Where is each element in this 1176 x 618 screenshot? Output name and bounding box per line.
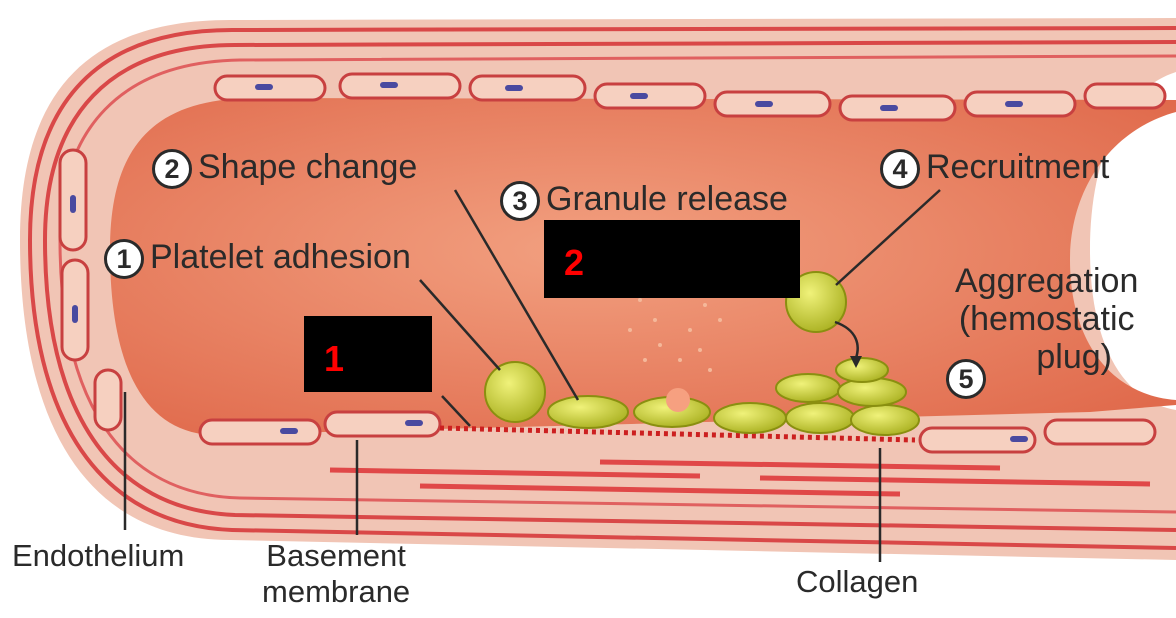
label-recruitment: 4Recruitment [880,148,1109,189]
label-aggregation-line1: Aggregation [955,262,1138,300]
label-endothelium: Endothelium [12,538,184,574]
step-5-marker-wrap: 5 [946,358,992,399]
label-platelet-adhesion: 1Platelet adhesion [104,238,411,279]
step-1-marker: 1 [104,239,144,279]
label-shape-change: 2Shape change [152,148,417,189]
step-4-marker: 4 [880,149,920,189]
label-shape-change-text: Shape change [198,148,417,186]
label-granule-release: 3Granule release [500,180,788,221]
step-5-marker: 5 [946,359,986,399]
label-basement-membrane: Basement membrane [262,538,410,610]
step-2-marker: 2 [152,149,192,189]
answer-mask-2[interactable]: 2 [544,220,800,298]
label-aggregation-line2: (hemostatic [955,300,1138,338]
label-recruitment-text: Recruitment [926,148,1109,186]
label-basement-line2: membrane [262,574,410,610]
mask-1-number: 1 [324,338,344,380]
label-platelet-adhesion-text: Platelet adhesion [150,238,411,276]
step-3-marker: 3 [500,181,540,221]
answer-mask-1[interactable]: 1 [304,316,432,392]
label-basement-line1: Basement [262,538,410,574]
label-collagen: Collagen [796,564,918,600]
mask-2-number: 2 [564,242,584,284]
label-granule-release-text: Granule release [546,180,788,218]
